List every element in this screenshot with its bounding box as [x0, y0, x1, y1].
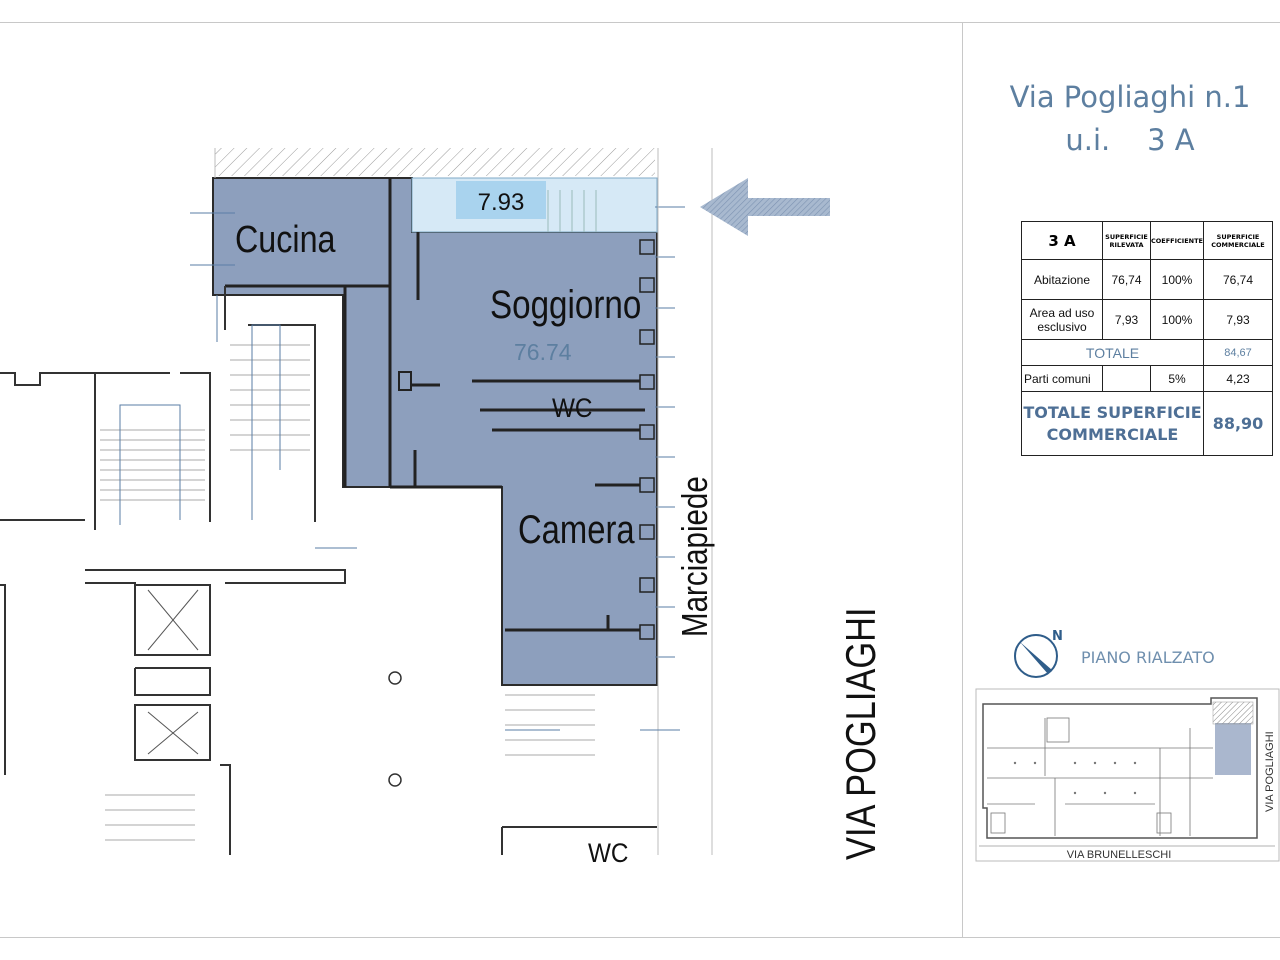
- area-table: 3 A SUPERFICIE RILEVATA COEFFICIENTE SUP…: [1021, 221, 1273, 456]
- label-camera: Camera: [518, 507, 635, 552]
- total-value: 84,67: [1203, 339, 1273, 366]
- entrance-arrow: [700, 178, 830, 236]
- floor-plan: Cucina Soggiorno 76.74 WC Camera WC 7.93…: [0, 148, 885, 868]
- key-map-street-right: VIA POGLIAGHI: [1264, 731, 1276, 812]
- row-commercial: 76,74: [1203, 259, 1273, 300]
- key-map-street-bottom: VIA BRUNELLESCHI: [1067, 849, 1172, 861]
- row-commercial: 7,93: [1203, 299, 1273, 340]
- floor-label: PIANO RIALZATO: [1081, 648, 1215, 667]
- label-soggiorno: Soggiorno: [490, 282, 641, 327]
- label-cucina: Cucina: [235, 219, 336, 261]
- grand-total-line2: COMMERCIALE: [1046, 424, 1179, 444]
- unit-code: 3 A: [1021, 221, 1103, 260]
- label-area-apartment: 76.74: [514, 339, 572, 365]
- key-map: VIA BRUNELLESCHI VIA POGLIAGHI: [975, 688, 1280, 862]
- grand-total-line1: TOTALE SUPERFICIE: [1023, 402, 1202, 422]
- divider-line: [962, 22, 963, 938]
- header-surveyed: SUPERFICIE RILEVATA: [1102, 221, 1151, 260]
- table-row: Abitazione 76,74 100% 76,74: [1021, 259, 1273, 300]
- bottom-border: [0, 937, 1280, 938]
- row-label: Abitazione: [1021, 259, 1103, 300]
- header-coefficient: COEFFICIENTE: [1150, 221, 1204, 260]
- header-commercial-line2: COMMERCIALE: [1211, 240, 1265, 249]
- common-coefficient: 5%: [1150, 365, 1204, 392]
- row-coefficient: 100%: [1150, 259, 1204, 300]
- header-commercial: SUPERFICIE COMMERCIALE: [1203, 221, 1273, 260]
- exclusive-area-label-box: [456, 181, 546, 219]
- label-wc: WC: [552, 394, 592, 423]
- grand-total-label: TOTALE SUPERFICIE COMMERCIALE: [1021, 391, 1204, 456]
- row-surveyed: 7,93: [1102, 299, 1151, 340]
- title-unit: u.i. 3 A: [1065, 123, 1195, 157]
- total-label: TOTALE: [1021, 339, 1204, 366]
- label-street: VIA POGLIAGHI: [838, 607, 885, 860]
- label-wc-lower: WC: [588, 839, 628, 868]
- common-surveyed: [1102, 365, 1151, 392]
- north-label: N: [1052, 629, 1063, 644]
- terrace-hatch: [215, 148, 655, 176]
- row-label: Area ad uso esclusivo: [1021, 299, 1103, 340]
- row-coefficient: 100%: [1150, 299, 1204, 340]
- label-sidewalk: Marciapiede: [674, 476, 714, 637]
- grand-total-value: 88,90: [1203, 391, 1273, 456]
- title-address: Via Pogliaghi n.1: [1009, 80, 1251, 114]
- north-compass-icon: N: [1014, 629, 1063, 678]
- header-commercial-line1: SUPERFICIE: [1216, 232, 1260, 241]
- header-surveyed-line2: RILEVATA: [1109, 240, 1144, 249]
- common-label: Parti comuni: [1021, 365, 1103, 392]
- top-border: [0, 22, 1280, 23]
- label-area-exclusive: 7.93: [478, 189, 525, 216]
- key-map-unit-highlight: [1215, 723, 1251, 775]
- common-commercial: 4,23: [1203, 365, 1273, 392]
- table-row: Area ad uso esclusivo 7,93 100% 7,93: [1021, 299, 1273, 340]
- row-surveyed: 76,74: [1102, 259, 1151, 300]
- header-surveyed-line1: SUPERFICIE: [1105, 232, 1148, 241]
